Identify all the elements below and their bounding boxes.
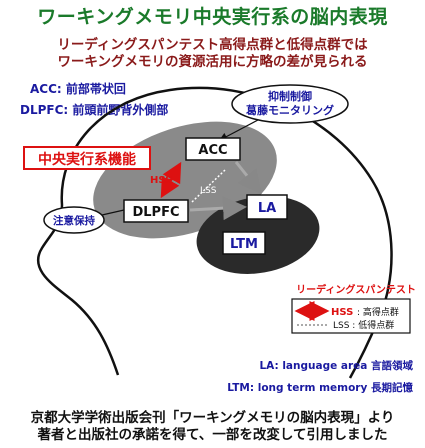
page-title: ワーキングメモリ中央実行系の脳内表現 [37, 6, 388, 28]
dlpfc-label: DLPFC [132, 205, 179, 220]
head-outline [36, 86, 393, 379]
attention-callout [43, 206, 105, 234]
la-label: LA [258, 201, 276, 216]
acc-box [185, 137, 241, 161]
central-executive-box [23, 146, 151, 170]
central-executive-label: 中央実行系機能 [38, 151, 136, 168]
inhibition-label-1: 抑制制御 [268, 89, 312, 103]
inhibition-callout [231, 84, 349, 124]
subtitle-line1: リーディングスパンテスト高得点群と低得点群では [57, 37, 368, 53]
ltm-label: LTM [230, 237, 258, 252]
la-box [246, 194, 288, 220]
legend-lss-desc: LSS : 低得点群 [333, 319, 394, 331]
credit-line2: 著者と出版社の承諾を得て、一部を改変して引用しました [37, 427, 388, 443]
ltm-definition: LTM: long term memory 長期記憶 [227, 382, 413, 394]
legend-title: リーディングスパンテスト [296, 283, 416, 296]
acc-definition: ACC: 前部帯状回 [30, 82, 126, 96]
acc-label: ACC [198, 143, 227, 158]
legend-hss: HSS [331, 307, 353, 318]
legend-hss-desc: : 高得点群 [357, 306, 399, 318]
inhibition-label-2: 葛藤モニタリング [245, 103, 334, 117]
attention-label: 注意保持 [53, 214, 95, 227]
dlpfc-box [123, 199, 189, 223]
dlpfc-definition: DLPFC: 前頭前野背外側部 [20, 103, 169, 117]
lss-label: LSS [200, 186, 217, 196]
ltm-box [222, 231, 266, 255]
hss-label: HSS [150, 175, 172, 186]
subtitle-line2: ワーキングメモリの資源活用に方略の差が見られる [57, 54, 368, 70]
credit-line1: 京都大学学術出版会刊「ワーキングメモリの脳内表現」より [30, 410, 395, 426]
la-definition: LA: language area 言語領域 [259, 360, 413, 372]
